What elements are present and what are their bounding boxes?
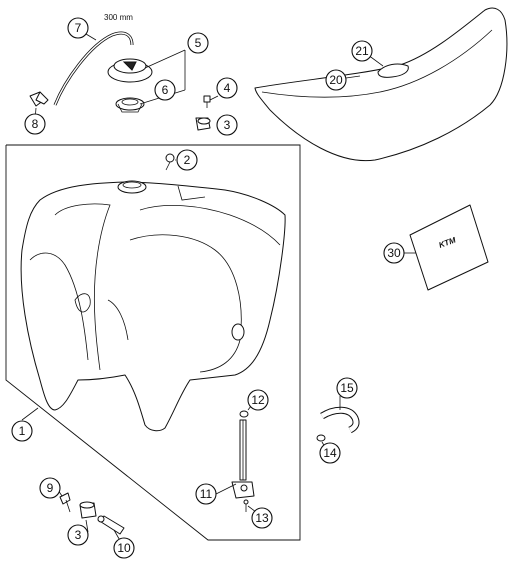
bolt-10 (97, 515, 125, 535)
breather-hose: 300 mm (53, 13, 134, 106)
dimension-label: 300 mm (104, 13, 133, 22)
screw-4 (203, 95, 211, 108)
fuel-tap (231, 410, 255, 512)
svg-text:13: 13 (255, 511, 269, 525)
rubber-bushing-lower (79, 501, 97, 519)
fuel-tank (20, 180, 286, 432)
callout-30: 30 (383, 242, 405, 264)
svg-text:30: 30 (387, 246, 401, 260)
callout-15: 15 (336, 377, 358, 399)
callout-6: 6 (154, 79, 176, 101)
svg-text:8: 8 (32, 117, 39, 131)
callout-21: 21 (351, 40, 373, 62)
svg-text:12: 12 (251, 393, 265, 407)
ktm-decal: KTM (409, 204, 489, 291)
fuel-hose-15 (320, 406, 360, 434)
seat (254, 7, 508, 162)
bolt-9 (59, 492, 71, 513)
callout-13: 13 (251, 507, 273, 529)
svg-text:11: 11 (200, 487, 213, 501)
svg-text:1: 1 (19, 424, 26, 438)
tank-group-frame (5, 144, 301, 541)
callout-3-upper: 3 (216, 114, 238, 136)
svg-text:14: 14 (323, 446, 337, 460)
svg-text:21: 21 (355, 44, 369, 58)
callout-9: 9 (39, 477, 61, 499)
svg-text:3: 3 (75, 528, 82, 542)
svg-text:7: 7 (75, 21, 82, 35)
callout-10: 10 (113, 537, 135, 559)
svg-text:2: 2 (184, 153, 191, 167)
callout-1: 1 (11, 420, 33, 442)
callout-7: 7 (67, 17, 89, 39)
rubber-bushing-upper (195, 117, 211, 131)
callout-2: 2 (176, 149, 198, 171)
screw-2 (165, 153, 175, 171)
svg-text:9: 9 (47, 481, 54, 495)
svg-text:20: 20 (329, 73, 343, 87)
svg-text:4: 4 (224, 81, 231, 95)
tank-cap (107, 58, 153, 113)
callout-4: 4 (216, 77, 238, 99)
callout-5: 5 (187, 32, 209, 54)
hose-clamp-14 (316, 434, 326, 442)
elbow-fitting (29, 91, 49, 107)
callout-20: 20 (325, 69, 347, 91)
callout-14: 14 (319, 442, 341, 464)
callout-12: 12 (247, 389, 269, 411)
svg-text:3: 3 (224, 118, 231, 132)
callout-11: 11 (195, 483, 217, 505)
callout-8: 8 (24, 113, 46, 135)
svg-text:6: 6 (162, 83, 169, 97)
svg-text:5: 5 (195, 36, 202, 50)
svg-text:10: 10 (117, 541, 131, 555)
svg-text:15: 15 (340, 381, 354, 395)
callout-3-lower: 3 (67, 524, 89, 546)
